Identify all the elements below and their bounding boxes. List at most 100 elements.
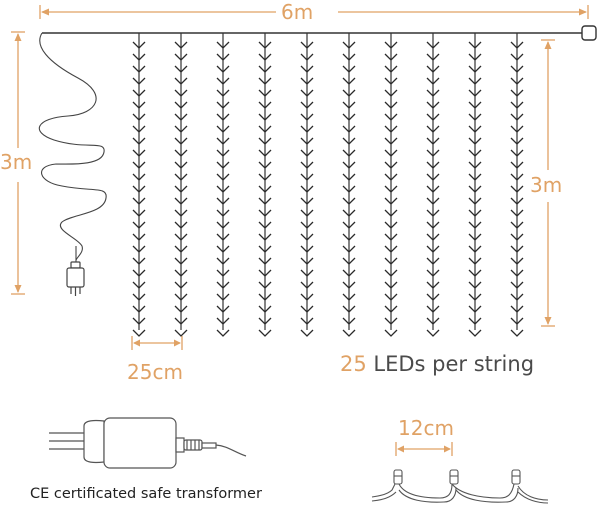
led <box>300 65 314 73</box>
top-cable <box>42 25 597 41</box>
led <box>342 305 356 313</box>
led <box>132 137 146 145</box>
led <box>342 329 356 337</box>
right-height-label: 3m <box>530 173 563 197</box>
led <box>300 53 314 61</box>
led <box>174 197 188 205</box>
led <box>342 197 356 205</box>
led <box>384 137 398 145</box>
led <box>216 89 230 97</box>
led <box>132 281 146 289</box>
led <box>510 125 524 133</box>
led <box>510 269 524 277</box>
led <box>468 149 482 157</box>
led <box>216 233 230 241</box>
led <box>300 257 314 265</box>
led <box>174 305 188 313</box>
led <box>258 137 272 145</box>
led <box>510 293 524 301</box>
led <box>510 209 524 217</box>
led <box>384 197 398 205</box>
led <box>384 185 398 193</box>
led <box>258 65 272 73</box>
led <box>174 329 188 337</box>
led <box>384 113 398 121</box>
led <box>384 53 398 61</box>
led <box>510 257 524 265</box>
led <box>426 65 440 73</box>
led <box>300 113 314 121</box>
led <box>132 197 146 205</box>
led <box>384 329 398 337</box>
string-spacing-dimension-line <box>131 336 183 350</box>
led <box>216 329 230 337</box>
led <box>426 41 440 49</box>
led <box>510 65 524 73</box>
right-height-dimension-line <box>541 39 555 327</box>
led <box>174 137 188 145</box>
led <box>174 53 188 61</box>
led <box>216 161 230 169</box>
led <box>426 77 440 85</box>
led <box>132 257 146 265</box>
led-string <box>468 33 482 337</box>
led <box>426 89 440 97</box>
string-spacing-label: 25cm <box>127 360 183 384</box>
connector-plug <box>66 261 85 296</box>
led <box>300 137 314 145</box>
led <box>132 269 146 277</box>
led <box>300 269 314 277</box>
led <box>174 41 188 49</box>
led <box>468 329 482 337</box>
led-spacing-dimension-line <box>395 442 453 456</box>
left-height-dimension-line <box>11 31 25 295</box>
led <box>216 209 230 217</box>
led-string <box>342 33 356 337</box>
led <box>468 53 482 61</box>
led <box>174 233 188 241</box>
led <box>174 269 188 277</box>
led <box>132 41 146 49</box>
led <box>342 269 356 277</box>
led <box>342 89 356 97</box>
led <box>132 245 146 253</box>
led <box>510 113 524 121</box>
led <box>426 305 440 313</box>
led <box>384 317 398 325</box>
led <box>468 185 482 193</box>
led <box>174 89 188 97</box>
led <box>132 329 146 337</box>
led <box>510 137 524 145</box>
led <box>426 245 440 253</box>
led <box>510 197 524 205</box>
led <box>216 245 230 253</box>
led <box>216 293 230 301</box>
led <box>468 221 482 229</box>
led <box>258 89 272 97</box>
led <box>132 317 146 325</box>
led <box>300 125 314 133</box>
led <box>258 173 272 181</box>
led <box>258 209 272 217</box>
led <box>384 161 398 169</box>
led <box>258 233 272 241</box>
led <box>258 269 272 277</box>
led <box>510 245 524 253</box>
led <box>384 41 398 49</box>
led <box>384 77 398 85</box>
led <box>300 221 314 229</box>
led <box>216 317 230 325</box>
led <box>216 221 230 229</box>
led <box>342 77 356 85</box>
led <box>174 77 188 85</box>
led <box>384 293 398 301</box>
led <box>468 161 482 169</box>
led <box>468 305 482 313</box>
led <box>258 305 272 313</box>
led <box>510 53 524 61</box>
led <box>468 269 482 277</box>
led <box>468 293 482 301</box>
led <box>132 221 146 229</box>
led <box>468 281 482 289</box>
led <box>216 77 230 85</box>
